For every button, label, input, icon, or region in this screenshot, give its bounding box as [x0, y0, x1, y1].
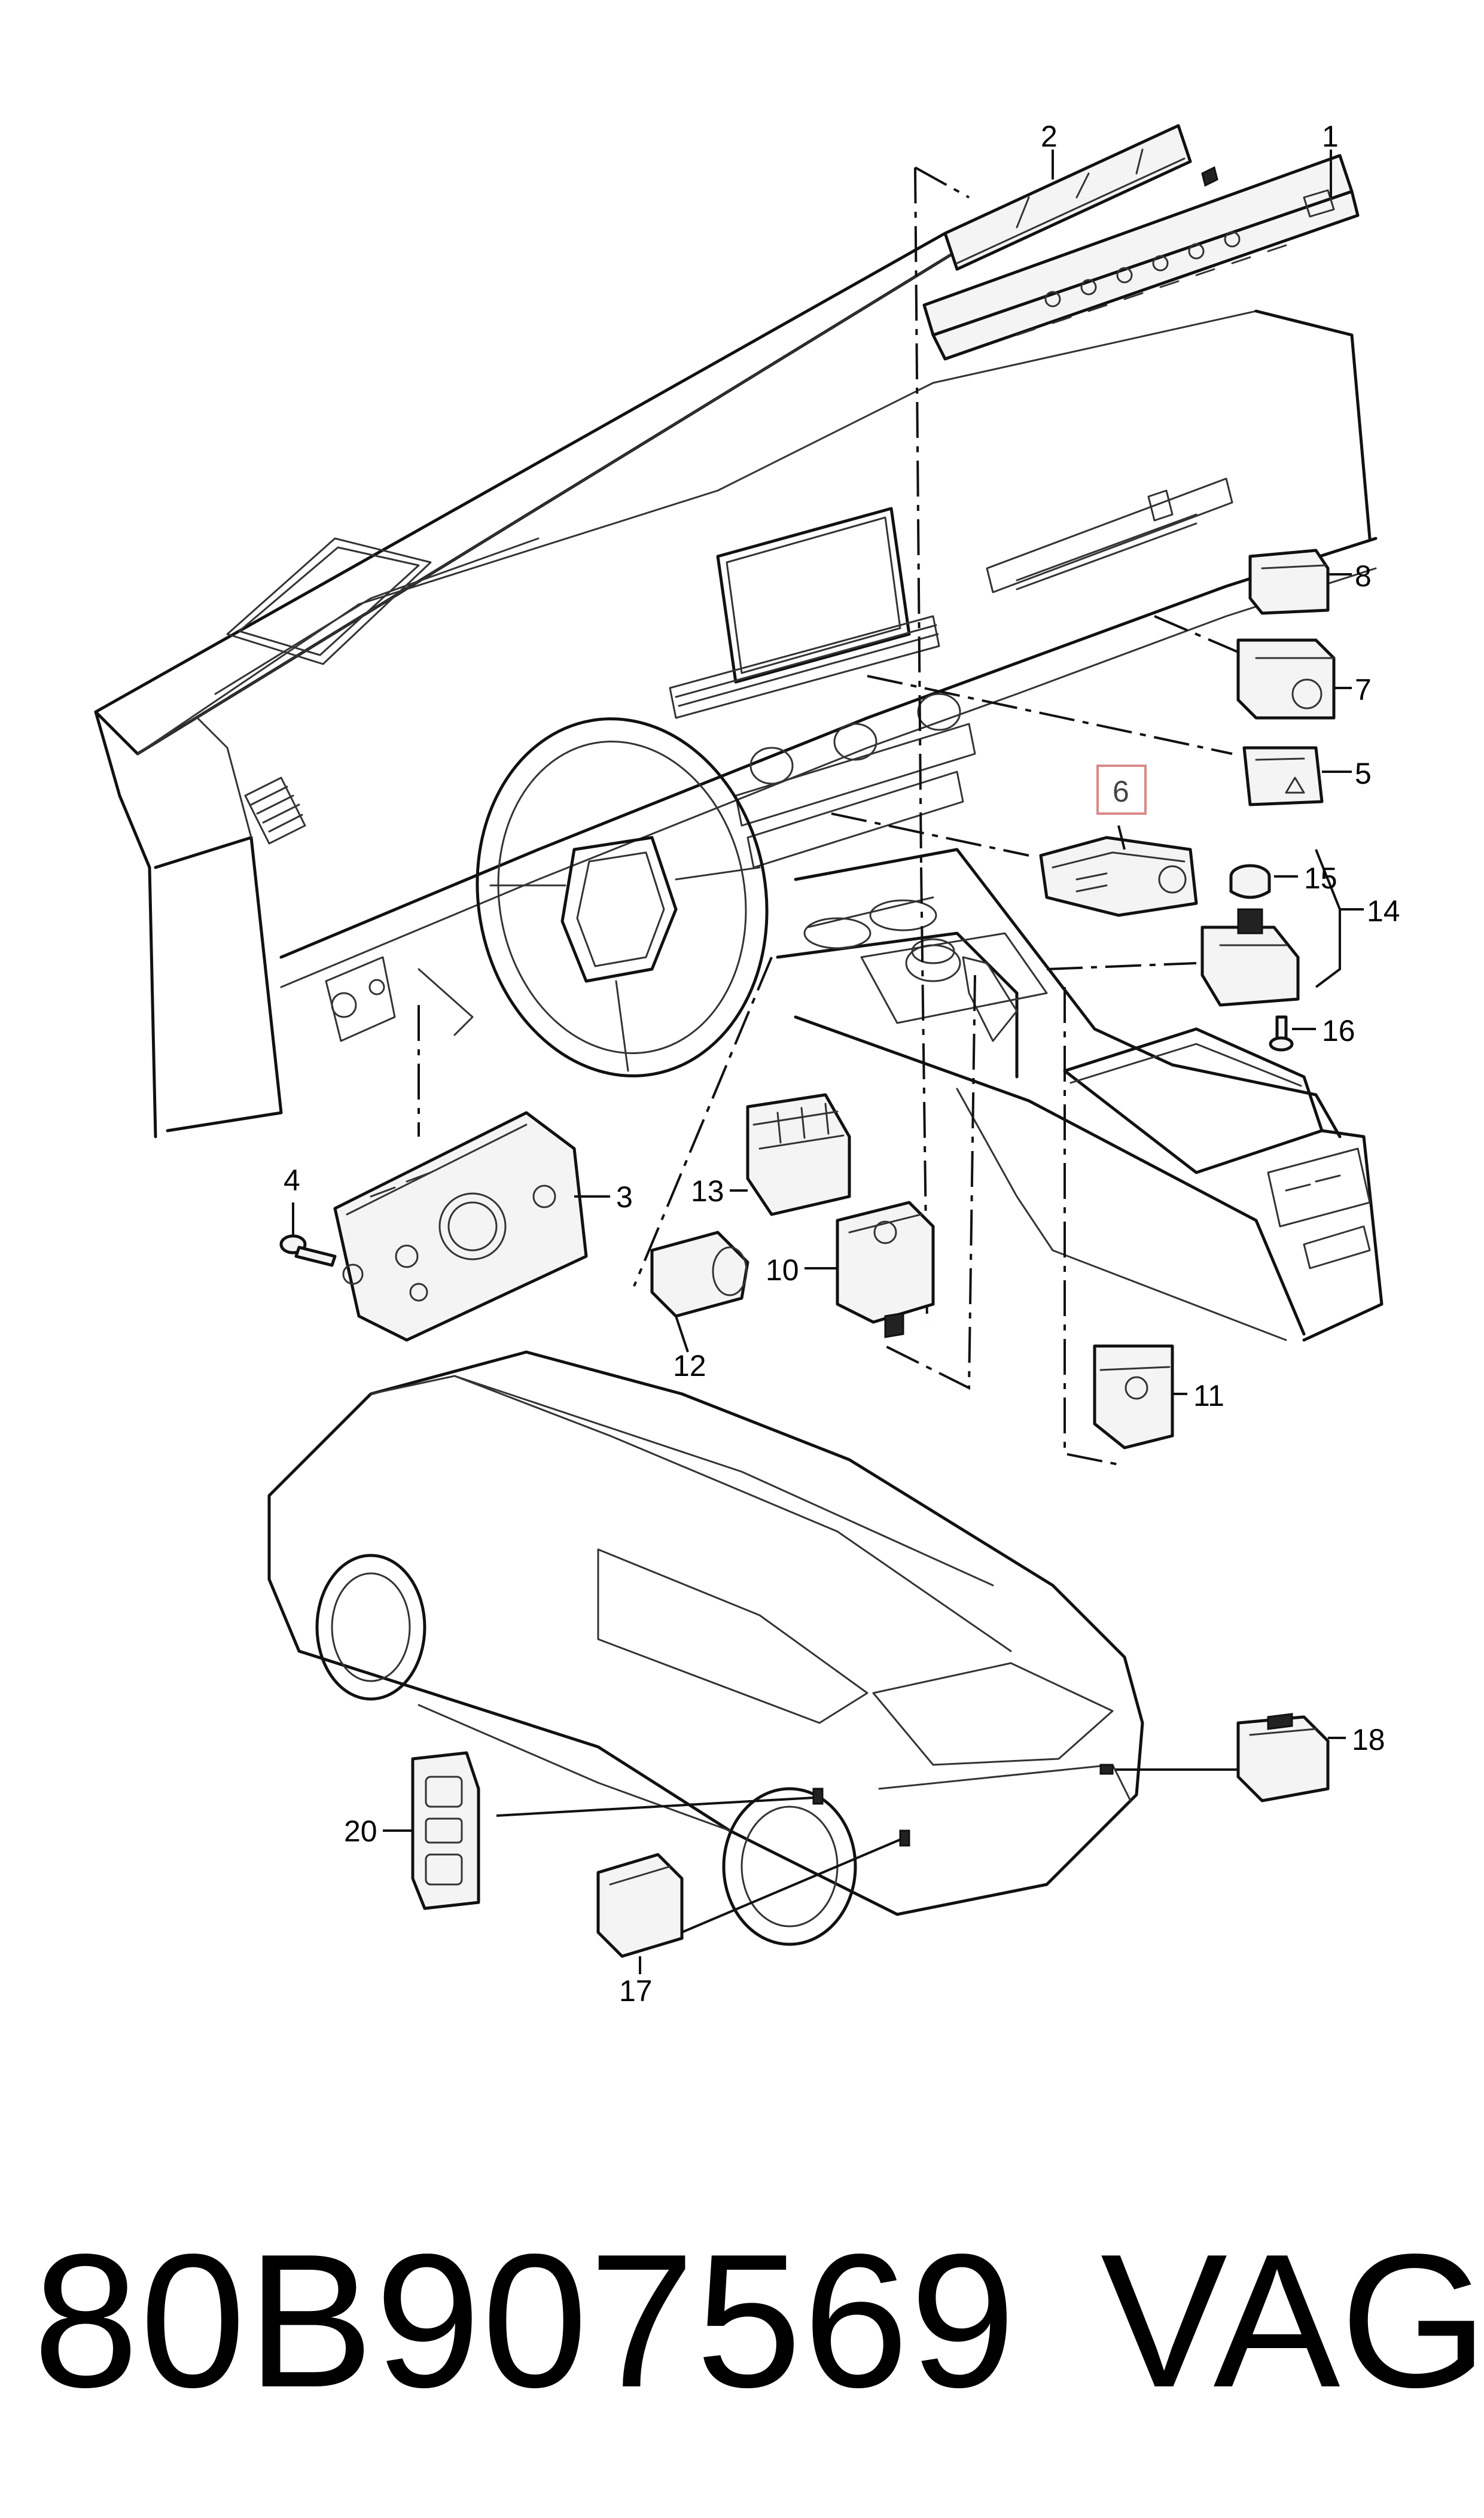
- label-15: 15: [1304, 861, 1337, 895]
- part-18-switch: [1236, 1713, 1330, 1803]
- label-8: 8: [1355, 559, 1372, 593]
- part-12-start-stop-button: [650, 1231, 749, 1318]
- part-14-rotary-switch: [1200, 908, 1300, 1007]
- part-7-switch: [1236, 638, 1336, 720]
- label-6: 6: [1113, 775, 1129, 808]
- part-10-switch: [836, 1201, 935, 1338]
- footer: 80B907569 VAG: [0, 2213, 1484, 2429]
- label-4: 4: [284, 1164, 300, 1197]
- label-1: 1: [1322, 120, 1339, 153]
- label-12: 12: [673, 1349, 706, 1383]
- part-20-keypad: [411, 1751, 480, 1910]
- label-7: 7: [1355, 673, 1372, 707]
- part-3-light-switch: [333, 1111, 588, 1342]
- label-17: 17: [619, 1974, 653, 2008]
- label-16: 16: [1322, 1014, 1355, 1048]
- label-5: 5: [1355, 757, 1372, 790]
- part-number: 80B907569: [33, 2215, 1017, 2427]
- part-4-screw: [279, 1202, 337, 1267]
- part-16-screw: [1269, 1015, 1294, 1052]
- part-labels: 2 1 8 7 5 6 15 14 16 3 4 13 10 12 11 18 …: [284, 120, 1400, 2008]
- part-17-switch: [596, 1853, 684, 1958]
- car-illustration: [267, 1350, 1238, 1946]
- part-5-switch: [1242, 746, 1324, 806]
- label-6-highlight-box: [1096, 765, 1147, 815]
- label-10: 10: [766, 1253, 799, 1287]
- dashboard-illustration: [94, 232, 1384, 1342]
- part-11-switch: [1093, 1344, 1174, 1450]
- label-11: 11: [1193, 1379, 1224, 1412]
- leader-lines: [383, 150, 1364, 1974]
- label-20: 20: [344, 1814, 377, 1848]
- part-8-switch: [1248, 549, 1330, 615]
- part-15-knob: [1229, 864, 1271, 899]
- label-18: 18: [1352, 1723, 1385, 1756]
- part-6-module: [1039, 836, 1198, 917]
- brand-name: VAG: [1101, 2215, 1484, 2427]
- part-2-trim-strip: [943, 124, 1218, 271]
- label-13: 13: [691, 1174, 724, 1208]
- part-13-switch-block: [746, 1093, 851, 1216]
- label-14: 14: [1367, 894, 1400, 928]
- label-3: 3: [616, 1180, 633, 1214]
- label-2: 2: [1041, 120, 1058, 153]
- part-1-switch-panel: [922, 154, 1360, 361]
